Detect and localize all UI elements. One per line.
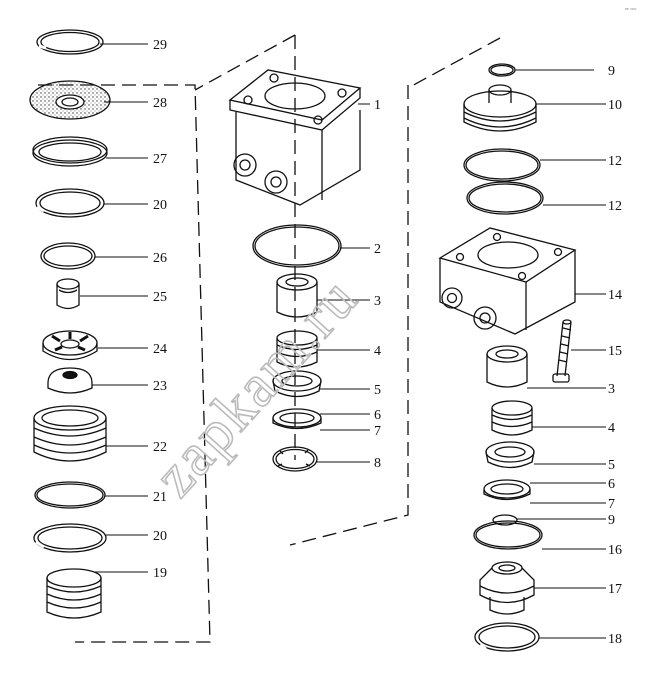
label-27: 27 [153,152,167,167]
part-23-cap [47,367,93,394]
label-20-lower: 20 [153,529,167,544]
part-16-o-ring [473,520,543,550]
part-18-snap-ring [474,622,540,652]
part-10-piston [463,84,537,132]
part-15-bolt [552,319,572,383]
part-6-7-washer-right [483,479,531,501]
label-20-upper: 20 [153,198,167,213]
part-26-spring-ring [40,242,96,270]
part-6-7-washer [272,408,322,430]
label-3-right: 3 [608,382,615,397]
part-8-lock-ring [272,446,318,472]
label-6-right: 6 [608,477,615,492]
label-17: 17 [608,582,622,597]
label-5: 5 [374,383,381,398]
label-29: 29 [153,38,167,53]
part-4-spring-right [491,400,533,436]
label-24: 24 [153,342,167,357]
label-3: 3 [374,294,381,309]
part-28-diaphragm [29,80,111,120]
leader-lines [80,43,606,639]
label-18: 18 [608,632,622,647]
corner-mark: ᵉᵉ ᵒᵒᵒ [625,6,636,14]
part-17-plug [479,561,535,615]
label-23: 23 [153,379,167,394]
label-12-upper: 12 [608,154,622,169]
label-2: 2 [374,242,381,257]
part-5-valve-right [485,441,535,469]
part-12-o-ring-upper [463,148,541,182]
label-9-lower: 9 [608,513,615,528]
assembly-frame-right [407,37,501,89]
part-12-o-ring-lower [466,181,544,215]
label-26: 26 [153,251,167,266]
part-9-small-ring-upper [488,63,516,77]
label-4-right: 4 [608,421,615,436]
label-9-upper: 9 [608,64,615,79]
label-4: 4 [374,344,381,359]
label-8: 8 [374,456,381,471]
label-21: 21 [153,490,167,505]
assembly-frame-left [38,84,211,643]
part-24-valve-disc [42,330,98,361]
label-19: 19 [153,566,167,581]
watermark: zapkam.ru [141,264,370,508]
label-12-lower: 12 [608,199,622,214]
part-14-housing [438,227,577,335]
part-1-housing [228,69,362,206]
label-7-right: 7 [608,497,615,512]
label-10: 10 [608,98,622,113]
part-25-piston [56,278,80,310]
part-4-spring [276,330,318,368]
label-1: 1 [374,98,381,113]
part-27-ring [32,136,108,167]
part-19-spring [46,568,102,619]
label-25: 25 [153,290,167,305]
label-22: 22 [153,440,167,455]
label-15: 15 [608,344,622,359]
label-14: 14 [608,288,622,303]
part-21-o-ring [34,481,106,509]
part-29-snap-ring [36,29,104,55]
assembly-frame-center [194,34,409,546]
label-6: 6 [374,408,381,423]
part-20-snap-ring-lower [33,523,107,553]
label-7: 7 [374,424,381,439]
part-20-snap-ring-upper [35,188,105,218]
part-2-o-ring [252,224,342,268]
part-3-sleeve-right [486,345,528,388]
part-3-sleeve [276,273,318,318]
part-22-piston-assembly [33,405,107,462]
part-5-valve [272,370,322,398]
label-5-right: 5 [608,458,615,473]
part-9-small-ring-lower [492,514,518,526]
label-16: 16 [608,543,622,558]
label-28: 28 [153,96,167,111]
